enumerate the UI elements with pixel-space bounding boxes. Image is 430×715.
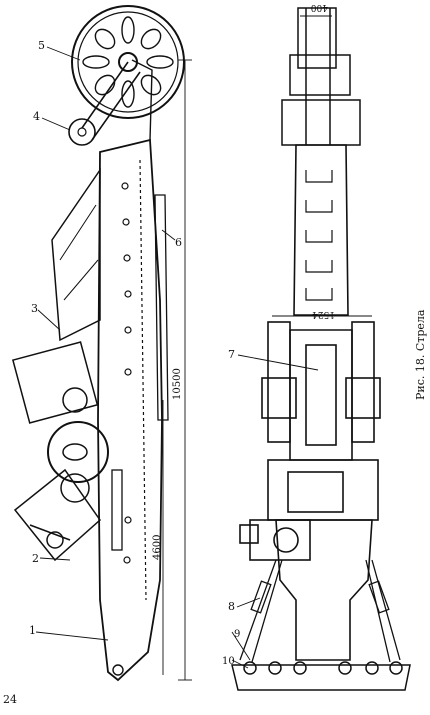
label-3: 3 bbox=[31, 302, 38, 315]
dim-mid-width-text: 1524 bbox=[312, 309, 335, 319]
boom-shaft bbox=[293, 144, 349, 316]
winch-mechanism bbox=[11, 341, 109, 562]
label-1: 1 bbox=[29, 624, 36, 637]
front-view bbox=[231, 7, 411, 691]
top-block bbox=[281, 7, 361, 146]
stay-rods bbox=[239, 559, 401, 663]
base-plate bbox=[231, 661, 411, 691]
label-8: 8 bbox=[228, 600, 235, 613]
head-sheave bbox=[71, 5, 185, 119]
side-view bbox=[11, 5, 192, 682]
dim-overall-text: 10500 bbox=[172, 368, 183, 400]
label-9: 9 bbox=[234, 629, 240, 640]
label-4: 4 bbox=[33, 110, 40, 123]
figure-caption: Рис. 18. Стрела bbox=[414, 309, 427, 400]
label-10: 10 bbox=[222, 656, 235, 667]
page-number: 24 bbox=[3, 693, 17, 706]
label-5: 5 bbox=[38, 39, 45, 52]
dim-lower-text: 4600 bbox=[152, 535, 163, 560]
boom-body bbox=[97, 138, 163, 682]
small-pulley bbox=[68, 118, 96, 146]
drive-block bbox=[239, 459, 379, 561]
label-7: 7 bbox=[228, 348, 235, 361]
mid-frame bbox=[261, 321, 381, 461]
dim-overall bbox=[178, 59, 192, 681]
lower-base bbox=[275, 519, 373, 661]
label-6: 6 bbox=[175, 236, 182, 249]
label-2: 2 bbox=[32, 552, 39, 565]
dim-top-width-text: 400 bbox=[311, 2, 328, 12]
